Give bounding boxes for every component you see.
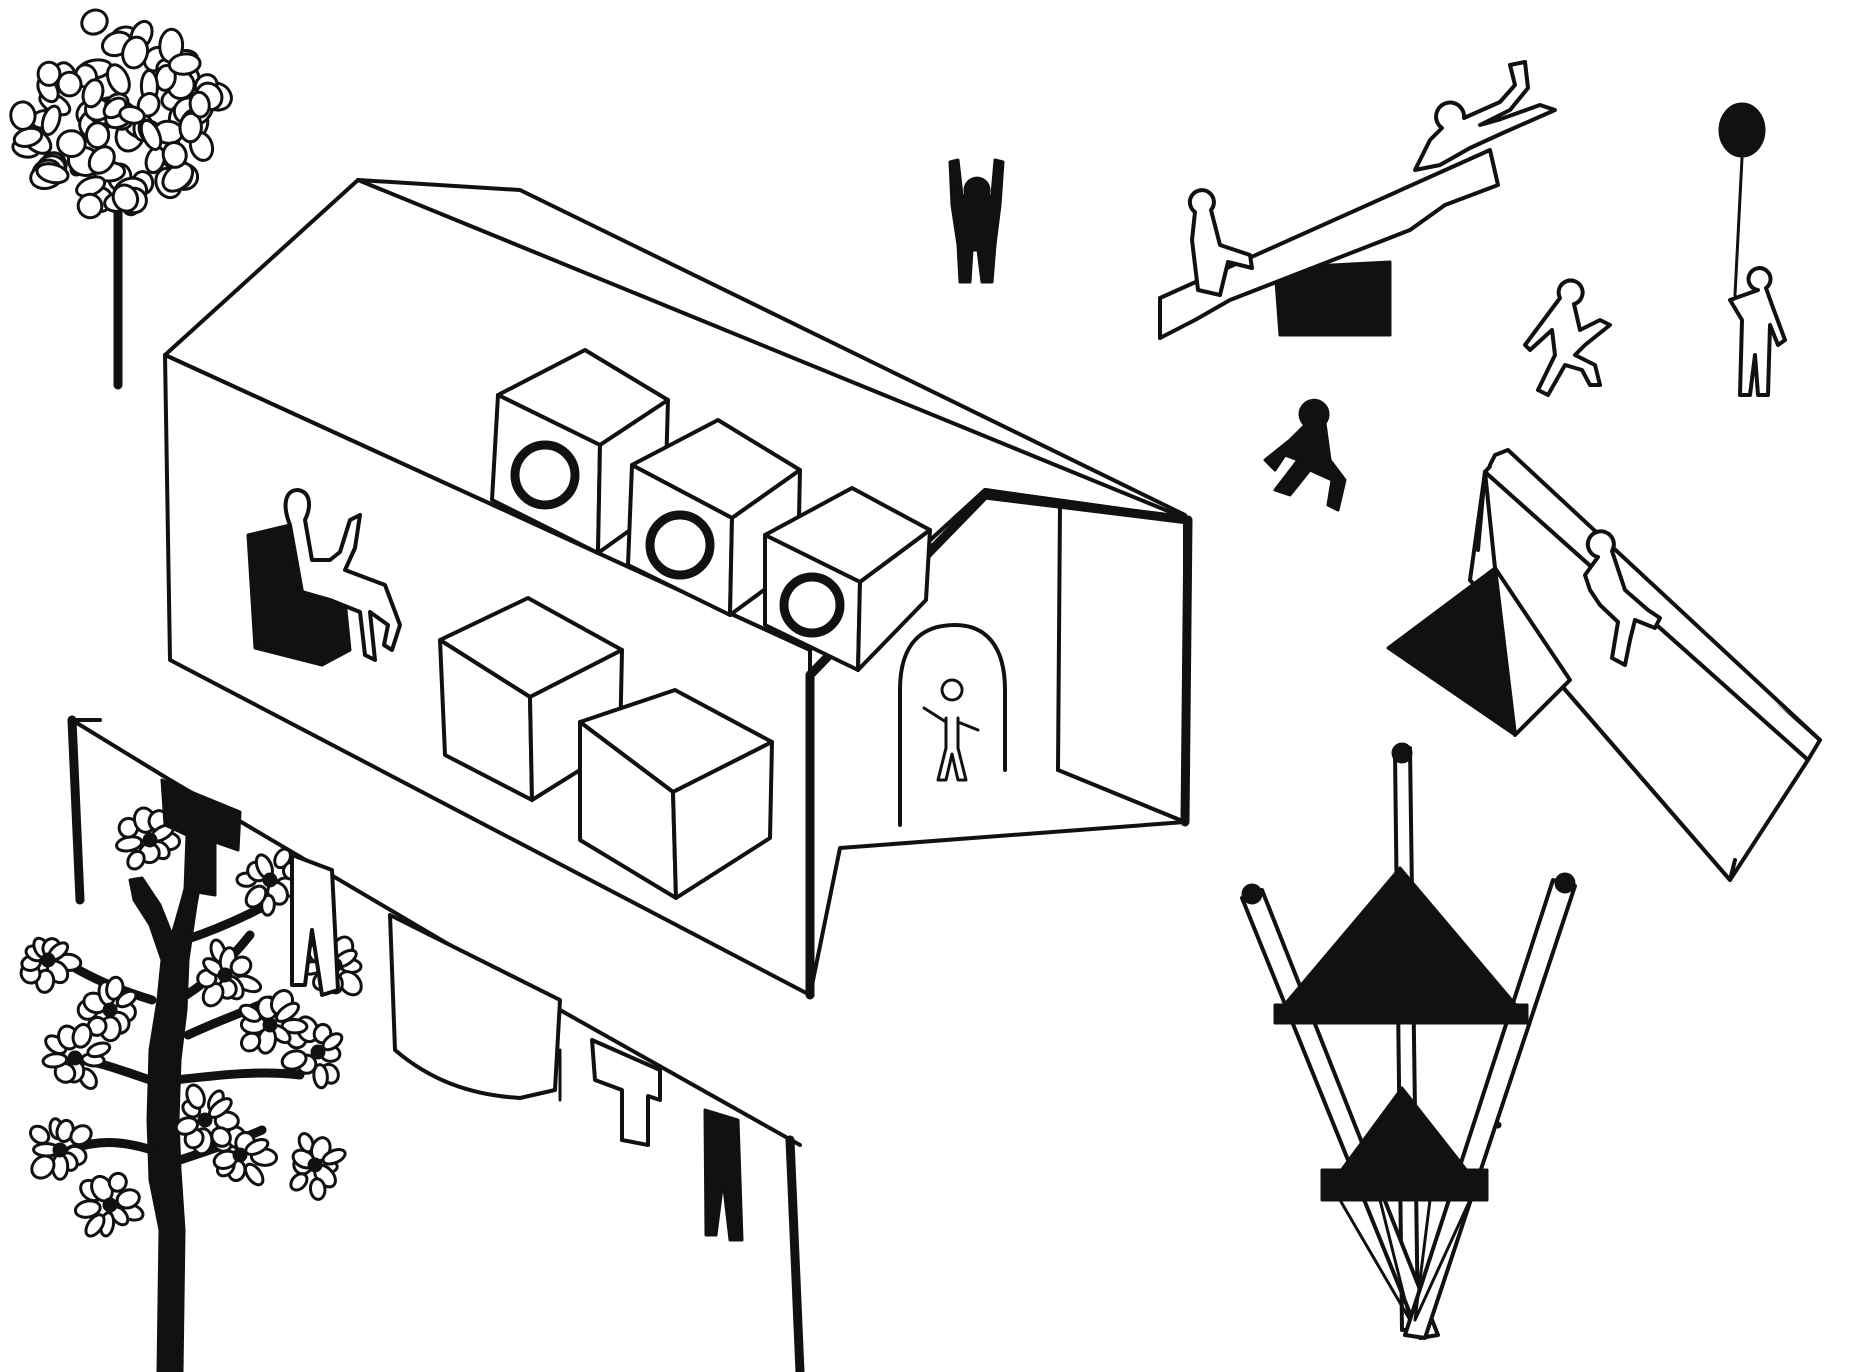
flower-petal <box>275 1001 300 1023</box>
ink-dot <box>1494 1121 1502 1129</box>
crown-leaf <box>139 118 163 151</box>
flower-petal <box>30 1154 56 1180</box>
flower-petal <box>41 1052 69 1069</box>
crown-leaf <box>9 100 37 131</box>
crown-leaf <box>178 111 203 144</box>
crown-leaf <box>167 52 202 76</box>
flower-petal <box>115 1188 141 1210</box>
crown-leaf <box>87 145 116 175</box>
child-running-dark <box>1263 398 1347 512</box>
flower-petal <box>115 989 138 1009</box>
flower-center <box>307 1157 323 1173</box>
pitched-roof-building <box>67 178 1193 1372</box>
crown-leaf <box>80 8 109 36</box>
flower-center <box>102 1197 118 1213</box>
crown-leaf <box>105 63 131 96</box>
seesaw <box>1158 60 1557 340</box>
crown-leaf <box>121 35 150 70</box>
flower-center <box>217 967 233 983</box>
crown-leaf <box>84 121 111 150</box>
flower-petal <box>239 1031 262 1053</box>
flower-petal <box>126 849 146 871</box>
child-in-doorway <box>922 678 980 782</box>
support-post-front <box>785 1135 805 1372</box>
flower-center <box>40 952 56 968</box>
child-running-outline <box>1523 278 1612 397</box>
flower-center <box>67 1050 83 1066</box>
crown-leaf <box>118 105 146 125</box>
crown-leaf <box>161 161 195 193</box>
flower-petal <box>185 1083 206 1110</box>
hanging-sheet <box>388 913 562 1100</box>
flower-petal <box>69 1124 93 1147</box>
crown-leaf <box>56 129 87 159</box>
cabinet-box-1 <box>438 596 624 802</box>
person-in-armchair <box>246 488 402 667</box>
flower-center <box>142 832 158 848</box>
crown-leaf <box>76 192 104 220</box>
child-with-balloon <box>1718 102 1787 397</box>
slide <box>1386 448 1822 882</box>
washing-machine-1 <box>490 348 670 555</box>
flower-petal <box>28 1124 51 1145</box>
flower-petal <box>229 955 253 977</box>
flower-petal <box>238 1003 262 1023</box>
flower-petal <box>312 1063 329 1090</box>
support-post-left <box>67 715 85 905</box>
round-tree-top-left <box>9 8 233 390</box>
crown-leaf <box>36 60 62 87</box>
swing-frame <box>1240 742 1577 1340</box>
hanging-shirt-dark <box>160 778 242 897</box>
flower-center <box>102 1002 118 1018</box>
hanging-shirt-light <box>590 1038 662 1147</box>
flower-petal <box>243 1162 265 1187</box>
flower-petal <box>297 1132 315 1154</box>
flower-center <box>52 1142 68 1158</box>
flower-petal <box>73 1199 102 1219</box>
flower-petal <box>201 981 225 1008</box>
flower-petal <box>280 1017 309 1035</box>
crown-leaf <box>161 141 188 169</box>
flower-petal <box>244 884 268 909</box>
crown-leaf <box>12 126 44 148</box>
flower-center <box>262 872 278 888</box>
crown-leaf <box>111 183 140 213</box>
flower-center <box>232 1147 248 1163</box>
flower-center <box>262 1017 278 1033</box>
flower-petal <box>321 1148 347 1166</box>
crown-leaf <box>56 70 83 98</box>
flower-petal <box>71 1022 93 1049</box>
flower-petal <box>308 1177 327 1201</box>
hanging-trousers <box>290 853 340 997</box>
crown-leaf <box>35 162 70 185</box>
flower-petal <box>84 1213 106 1238</box>
crown-leaf <box>188 90 211 119</box>
child-on-seesaw-right <box>1413 60 1557 172</box>
flower-petal <box>280 1049 308 1071</box>
flower-center <box>310 1044 326 1060</box>
crown-leaf <box>81 78 105 109</box>
flower-petal <box>105 975 125 1001</box>
hanging-trousers-dark <box>703 1108 744 1242</box>
washing-machine-3 <box>763 486 932 672</box>
flower-petal <box>86 1041 112 1059</box>
flower-petal <box>174 1116 199 1136</box>
crown-leaf <box>40 104 62 136</box>
flower-petal <box>337 970 363 997</box>
flower-petal <box>107 1171 128 1193</box>
child-on-slide <box>1583 529 1662 667</box>
cabinet-box-2 <box>578 688 774 900</box>
flower-center <box>197 1112 213 1128</box>
flower-petal <box>289 1172 309 1192</box>
flower-petal <box>210 1126 232 1148</box>
child-arms-raised <box>948 158 1005 284</box>
child-on-seesaw-left <box>1187 188 1254 297</box>
